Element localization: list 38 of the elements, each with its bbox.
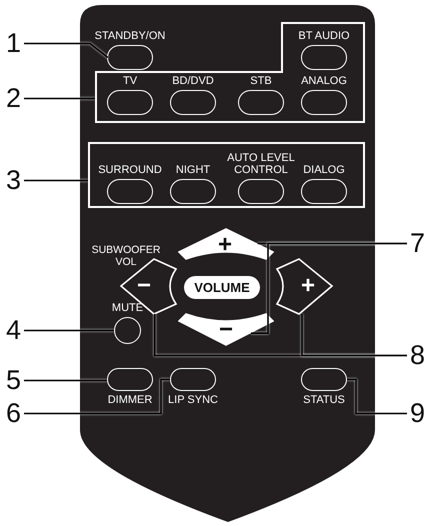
key-symbol: − (137, 274, 152, 298)
button-label: AUTO LEVEL CONTROL (226, 152, 296, 176)
callout-number: 4 (6, 317, 22, 344)
callout-number: 8 (410, 342, 426, 369)
callout-number: 9 (410, 400, 426, 427)
leader-line (24, 180, 88, 182)
leader-line (251, 242, 407, 334)
callout-number: 1 (6, 30, 22, 57)
button-label: NIGHT (176, 164, 210, 176)
callout-number: 6 (6, 400, 22, 427)
button-label: SURROUND (98, 164, 162, 176)
button-label: STANDBY/ON (94, 30, 166, 42)
leader-line (301, 314, 407, 356)
button-label: STB (250, 75, 272, 87)
leader-line (24, 98, 95, 100)
callout-number: 7 (410, 230, 426, 257)
button-label: TV (122, 75, 138, 87)
leader-line (24, 378, 170, 414)
button-label: LIP SYNC (168, 394, 218, 406)
button-label: DIALOG (303, 164, 345, 176)
button-label: MUTE (112, 302, 144, 314)
volume-label: VOLUME (184, 276, 260, 299)
callout-number: 5 (6, 367, 22, 394)
button-label: DIMMER (108, 394, 152, 406)
key-symbol: + (218, 233, 232, 257)
button-label: BD/DVD (172, 75, 214, 87)
button-label: BT AUDIO (298, 30, 350, 42)
button-label: STATUS (303, 394, 345, 406)
key-group-label: SUBWOOFER VOL (90, 244, 162, 268)
leader-line (24, 330, 114, 332)
key-symbol: − (219, 318, 234, 342)
leader-line (24, 42, 108, 58)
callout-number: 2 (6, 85, 22, 112)
leader-line (24, 380, 107, 382)
callout-number: 3 (6, 167, 22, 194)
key-symbol: + (301, 274, 316, 298)
button-label: ANALOG (301, 75, 347, 87)
leader-line (347, 378, 407, 414)
